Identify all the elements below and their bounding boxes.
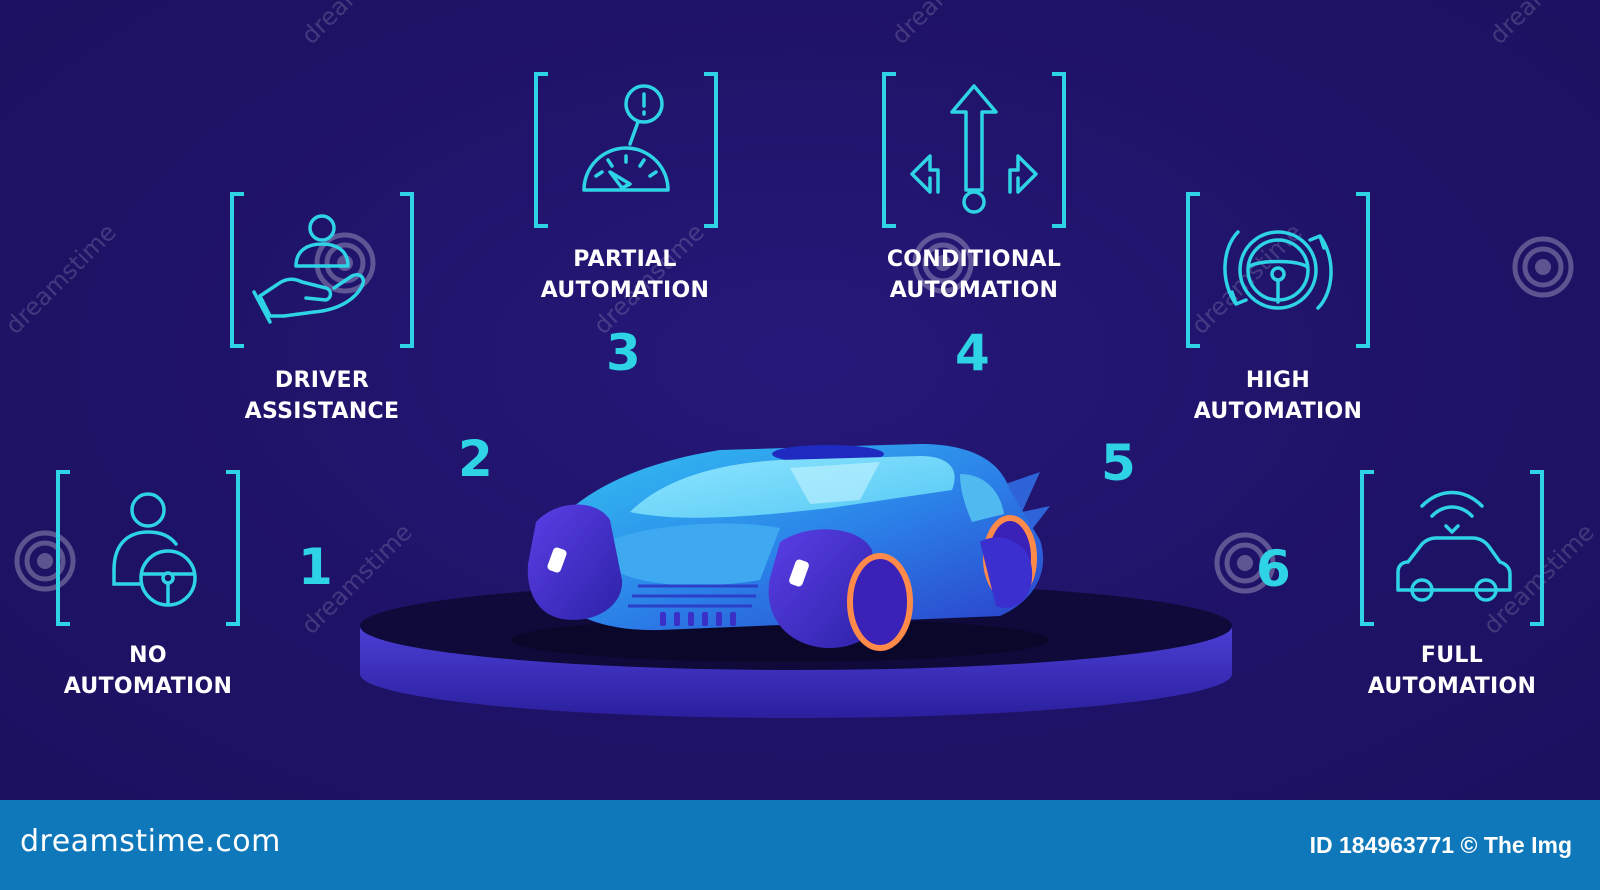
level-5-label-line2: AUTOMATION [1193,399,1363,424]
footer-brand: dreamstime.com [20,824,281,859]
level-6-label: FULL AUTOMATION [1322,640,1582,702]
level-6-label-line2: AUTOMATION [1367,674,1537,699]
rotating-steering-wheel-icon [1186,192,1370,348]
level-3-label-line2: AUTOMATION [540,278,710,303]
footer-image-id: ID 184963771 © The Img [1309,832,1572,858]
level-2-icon-frame [230,192,414,348]
level-6-icon-frame [1360,470,1544,626]
level-5-icon-frame [1186,192,1370,348]
watermark-text: dreamstime [1484,0,1600,50]
person-steering-wheel-icon [56,470,240,626]
directional-arrows-icon [882,72,1066,228]
level-1-number: 1 [298,538,333,596]
level-2-number: 2 [458,430,493,488]
level-5-label: HIGH AUTOMATION [1148,365,1408,427]
level-5-number: 5 [1101,434,1136,492]
watermark-swirl-icon [1512,236,1574,298]
level-3-number: 3 [606,324,641,382]
watermark-text: dreamstime [296,0,418,50]
watermark-swirl-icon [14,530,76,592]
level-3-icon-frame [534,72,718,228]
level-5-label-line1: HIGH [1245,368,1311,393]
watermark-text: dreamstime [886,0,1008,50]
speedometer-alert-icon [534,72,718,228]
watermark-swirl-icon [912,232,974,294]
level-4-label-line2: AUTOMATION [889,278,1059,303]
level-2-label-line1: DRIVER [274,368,370,393]
level-3-label: PARTIAL AUTOMATION [495,244,755,306]
level-4-number: 4 [955,324,990,382]
watermark-swirl-icon [1214,532,1276,594]
level-4-label-line1: CONDITIONAL [886,247,1062,272]
level-4-icon-frame [882,72,1066,228]
car-illustration [360,430,1240,740]
autonomous-car-illustration [360,444,1232,718]
level-1-label-line2: AUTOMATION [63,674,233,699]
level-2-label-line2: ASSISTANCE [244,399,400,424]
watermark-text: dreamstime [0,218,122,340]
connected-car-icon [1360,470,1544,626]
automation-levels-scene: dreamstime dreamstime dreamstime dreamst… [0,0,1600,800]
level-3-label-line1: PARTIAL [573,247,677,272]
level-2-label: DRIVER ASSISTANCE [192,365,452,427]
footer-bar: dreamstime.com ID 184963771 © The Img [0,800,1600,890]
level-6-number: 6 [1256,540,1291,598]
level-6-label-line1: FULL [1420,643,1484,668]
hand-holding-person-icon [230,192,414,348]
level-1-label: NO AUTOMATION [18,640,278,702]
level-1-icon-frame [56,470,240,626]
level-4-label: CONDITIONAL AUTOMATION [844,244,1104,306]
level-1-label-line1: NO [129,643,167,668]
